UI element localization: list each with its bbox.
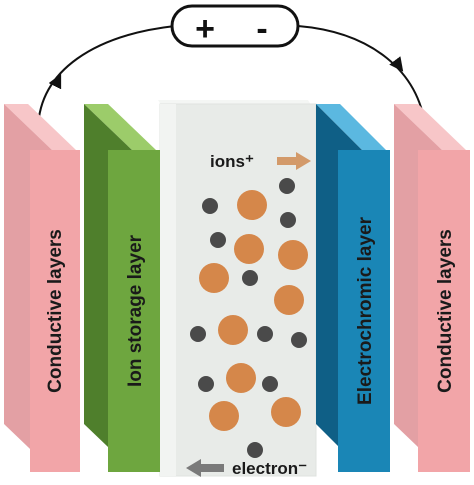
ion-particle [271, 397, 301, 427]
conductive-left-label: Conductive layers [45, 229, 66, 393]
electron-particle [247, 442, 263, 458]
arrow-right-icon [277, 152, 311, 170]
electron-particle [291, 332, 307, 348]
electrons [190, 178, 307, 458]
battery-icon: + - [170, 4, 300, 48]
electron-particle [242, 270, 258, 286]
ion-particle [234, 234, 264, 264]
conductive-right-label: Conductive layers [435, 229, 456, 393]
arrow-left-icon [186, 459, 224, 477]
electron-particle [262, 376, 278, 392]
ion-storage-label: Ion storage layer [125, 234, 146, 387]
electron-particle [198, 376, 214, 392]
ion-particle [226, 363, 256, 393]
ion-particle [218, 315, 248, 345]
ion-particle [278, 240, 308, 270]
ion-particle [274, 285, 304, 315]
electron-particle [257, 326, 273, 342]
wire-arrow-left [48, 73, 62, 90]
circuit-wire-left [37, 25, 176, 129]
ions-label: ions⁺ [210, 152, 254, 171]
electron-particle [210, 232, 226, 248]
electron-particle [279, 178, 295, 194]
electrochromic-label: Electrochromic layer [355, 216, 376, 405]
battery-minus-sign: - [256, 10, 267, 48]
electron-particle [280, 212, 296, 228]
wire-arrow-right [389, 56, 404, 72]
conductive-layer-right: Conductive layers [394, 104, 470, 472]
electron-label: electron⁻ [232, 459, 307, 478]
conductive-layer-left: Conductive layers [4, 104, 80, 472]
battery-plus-sign: + [195, 10, 215, 48]
electron-particle [190, 326, 206, 342]
electron-particle [202, 198, 218, 214]
ion-particle [199, 263, 229, 293]
ions [199, 190, 308, 431]
ion-particle [237, 190, 267, 220]
ion-particle [209, 401, 239, 431]
electrochromic-layer: Electrochromic layer [316, 104, 390, 472]
ion-storage-layer: Ion storage layer [84, 104, 160, 472]
